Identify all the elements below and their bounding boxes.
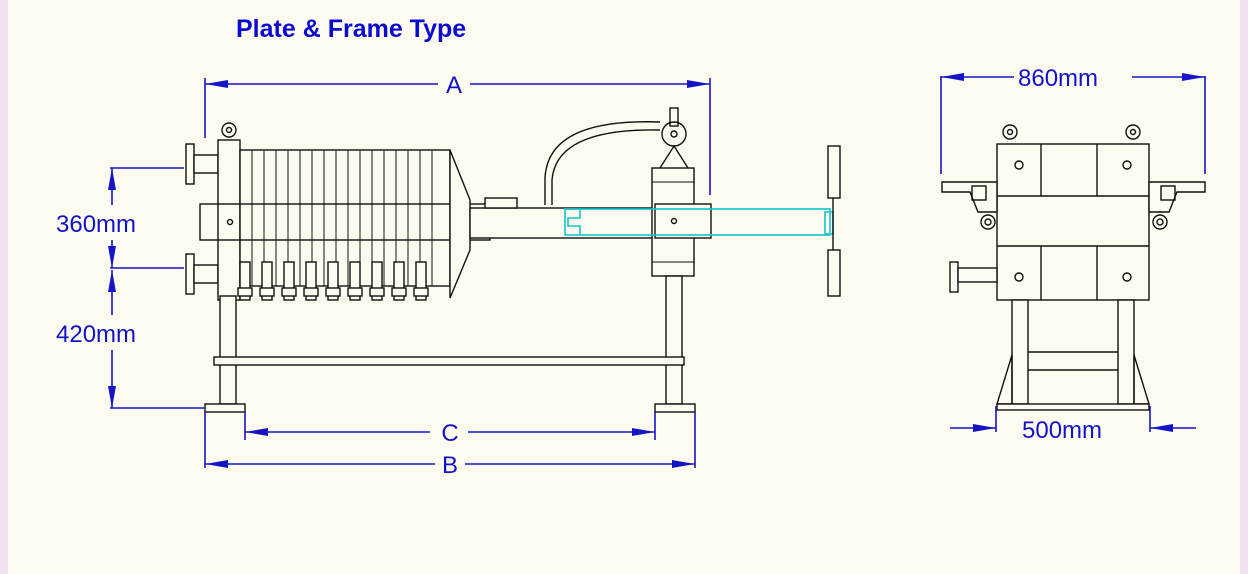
end-view [941,124,1206,411]
side-beam [469,207,656,239]
technical-drawing: Plate & Frame Type [56,15,1206,479]
dimension-360-label: 360mm [56,211,136,238]
discharge-taps [237,261,429,301]
hydraulic-pump [651,107,712,277]
dimension-860-label: 860mm [1018,65,1098,92]
dimension-c-label: C [441,420,458,447]
movable-head [449,149,471,299]
hydraulic-hose [544,121,661,205]
dimension-860: 860mm [940,65,1206,174]
plate-stack [199,149,491,287]
dimension-500: 500mm [950,406,1196,444]
dimension-b: B [204,412,696,479]
dimension-a: A [204,72,711,195]
dimension-height-lower: 420mm [56,270,205,409]
diagram-title: Plate & Frame Type [236,15,466,43]
dimension-c: C [244,412,656,447]
inlet-pipes [185,143,219,295]
support-legs [204,275,696,413]
drawing-canvas: Plate & Frame Type [8,0,1240,574]
dimension-a-label: A [446,72,462,99]
dimension-420-label: 420mm [56,321,136,348]
dimension-500-label: 500mm [1022,417,1102,444]
lifting-eye [221,122,237,138]
dimension-height-upper: 360mm [56,167,184,269]
handwheel [827,145,841,297]
dimension-b-label: B [442,452,458,479]
front-view [185,107,841,413]
